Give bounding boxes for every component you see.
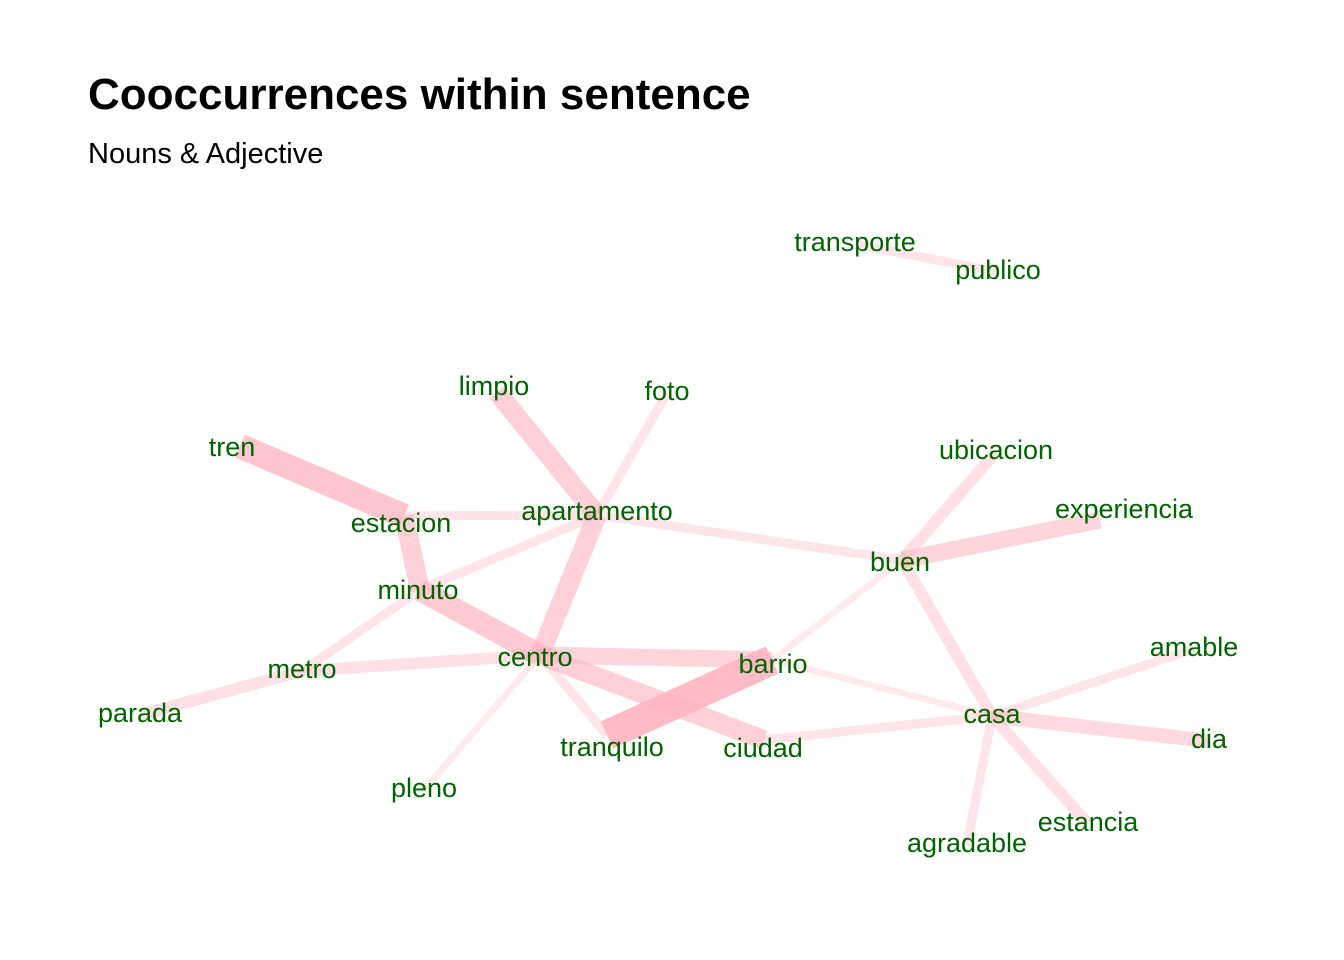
edge-estacion-apartamento — [403, 510, 598, 521]
edge-parada-metro — [138, 665, 304, 721]
node-label-buen: buen — [870, 547, 930, 577]
edge-tren-estacion — [235, 434, 409, 528]
edge-barrio-casa — [771, 656, 993, 720]
edge-buen-experiencia — [900, 511, 1102, 569]
edge-centro-barrio — [539, 646, 773, 669]
edge-estacion-minuto — [394, 513, 430, 593]
edge-buen-ubicacion — [897, 448, 1001, 564]
edge-centro-ciudad — [536, 645, 768, 750]
edge-centro-tranquilo — [536, 652, 611, 738]
node-label-apartamento: apartamento — [521, 496, 673, 526]
edge-casa-dia — [991, 708, 1210, 749]
edge-barrio-buen — [769, 557, 905, 663]
node-label-estacion: estacion — [351, 508, 452, 538]
node-label-minuto: minuto — [377, 575, 458, 605]
edge-casa-estancia — [987, 712, 1093, 828]
node-label-centro: centro — [497, 642, 572, 672]
node-label-ubicacion: ubicacion — [939, 435, 1053, 465]
chart-title: Cooccurrences within sentence — [88, 70, 751, 119]
node-label-metro: metro — [267, 654, 336, 684]
edge-barrio-tranquilo — [600, 646, 779, 749]
node-label-casa: casa — [963, 699, 1021, 729]
node-label-publico: publico — [955, 255, 1041, 285]
edge-apartamento-buen — [596, 510, 903, 565]
chart-subtitle: Nouns & Adjective — [88, 138, 324, 170]
edge-layer — [138, 239, 1210, 846]
edge-metro-centro — [301, 649, 541, 677]
node-label-layer: transporte publico limpio foto tren ubicacion… — [98, 227, 1238, 858]
edge-ciudad-casa — [763, 711, 993, 745]
edge-transporte-publico — [854, 239, 999, 277]
node-label-amable: amable — [1150, 632, 1239, 662]
node-label-transporte: transporte — [794, 227, 916, 257]
edge-limpio-apartamento — [489, 385, 605, 522]
edge-minuto-metro — [299, 586, 423, 675]
node-label-limpio: limpio — [459, 371, 530, 401]
edge-minuto-centro — [414, 580, 546, 665]
edge-centro-pleno — [421, 652, 543, 793]
node-label-tranquilo: tranquilo — [560, 732, 664, 762]
node-label-pleno: pleno — [391, 773, 457, 803]
node-label-barrio: barrio — [738, 649, 807, 679]
node-label-experiencia: experiencia — [1055, 494, 1194, 524]
edge-apartamento-foto — [593, 390, 671, 518]
edge-buen-casa — [896, 557, 998, 719]
edge-casa-amable — [990, 644, 1196, 721]
node-label-agradable: agradable — [907, 828, 1027, 858]
node-label-parada: parada — [98, 698, 183, 728]
edge-apartamento-minuto — [418, 510, 599, 595]
edge-apartamento-centro — [530, 511, 607, 659]
node-label-dia: dia — [1191, 724, 1228, 754]
edge-casa-agradable — [962, 715, 997, 846]
node-label-foto: foto — [644, 376, 689, 406]
node-label-estancia: estancia — [1038, 807, 1140, 837]
node-label-ciudad: ciudad — [723, 733, 803, 763]
node-label-tren: tren — [209, 432, 256, 462]
